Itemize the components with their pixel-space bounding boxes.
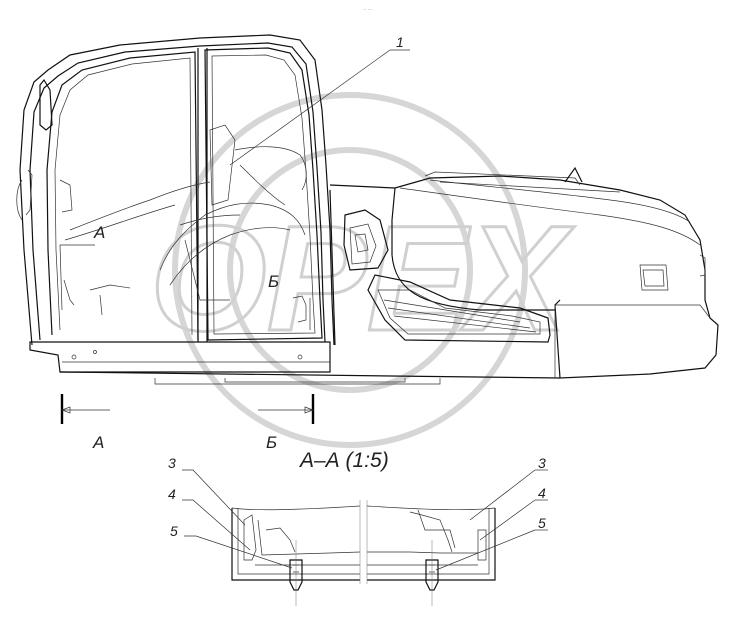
top-mark: ·· ··· [363, 7, 373, 13]
left-callout-4: 4 [168, 486, 176, 502]
right-callout-5: 5 [538, 515, 546, 531]
right-callout-4: 4 [538, 485, 546, 501]
section-cut-marks [60, 394, 315, 424]
view-a-upper-label: А [93, 223, 105, 242]
leader-lines [60, 49, 410, 246]
cab-base [29, 341, 561, 385]
left-section-detail [182, 469, 361, 606]
view-b-lower-label: Б [266, 433, 277, 452]
engine-hood [329, 166, 719, 379]
right-callout-3: 3 [538, 455, 546, 471]
section-title: А–А (1:5) [298, 449, 389, 472]
cab-body [16, 34, 335, 346]
watermark-text: ОРЕХ [150, 194, 575, 362]
right-section-detail [366, 469, 548, 606]
callout-1-label: 1 [396, 34, 404, 50]
view-a-lower-label: А [92, 433, 104, 452]
watermark: ОРЕХ [149, 92, 576, 448]
view-b-upper-label: Б [268, 272, 279, 291]
left-callout-3: 3 [168, 455, 176, 471]
left-callout-5: 5 [170, 523, 178, 539]
